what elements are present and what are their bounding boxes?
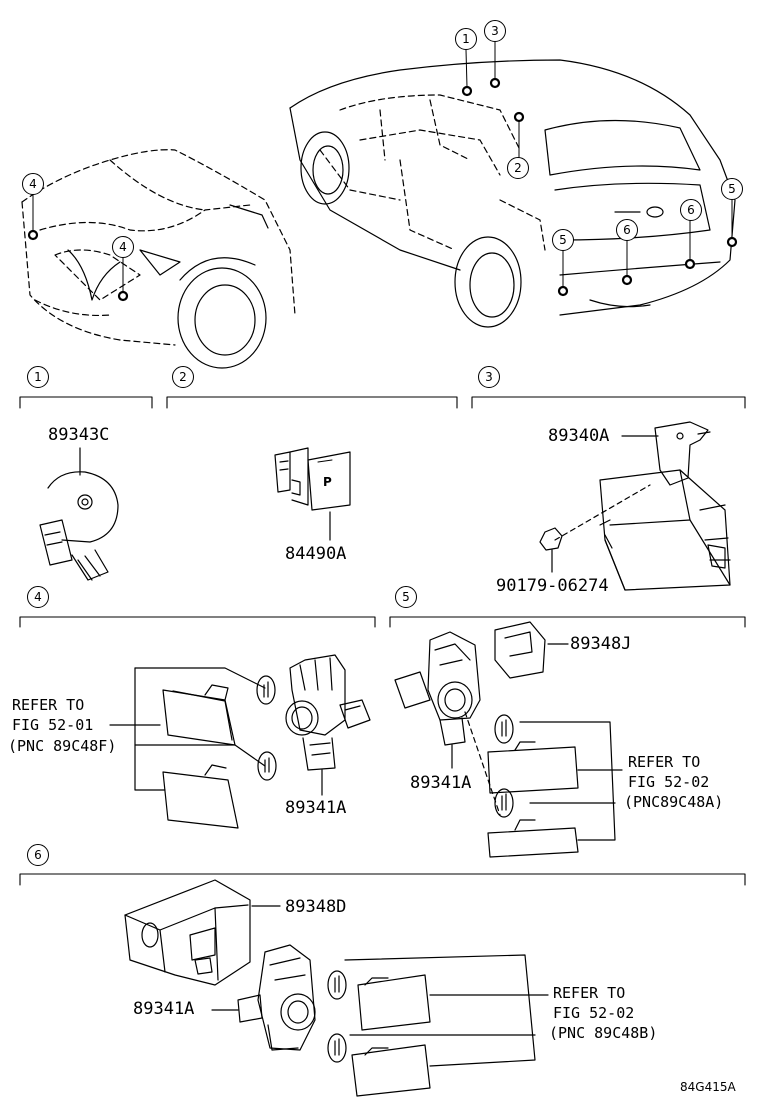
part-89343C-drawing: [39, 447, 119, 581]
callout-3-rear: 3: [484, 20, 506, 42]
part-label-89343C: 89343C: [48, 425, 110, 445]
refer-sec6-line2: FIG 52-02: [553, 1004, 635, 1022]
callout-leaders: [32, 39, 733, 293]
callout-4-front-left: 4: [22, 173, 44, 195]
part-section6-drawing: [124, 879, 549, 1097]
part-label-89348J: 89348J: [570, 634, 632, 654]
part-label-89348D: 89348D: [285, 897, 347, 917]
refer-sec5-line2: FIG 52-02: [628, 773, 710, 791]
part-label-89341A-sec6: 89341A: [133, 999, 195, 1019]
section-6-header: 6: [27, 844, 49, 866]
refer-sec6-line1: REFER TO: [553, 984, 626, 1002]
part-84490A-drawing: [274, 447, 351, 541]
rear-emblem: [614, 206, 664, 218]
sensor-dots: [27, 77, 738, 302]
section-3-header: 3: [478, 366, 500, 388]
front-grille: [67, 204, 269, 301]
section-1-header: 1: [27, 366, 49, 388]
refer-sec5-line1: REFER TO: [628, 753, 701, 771]
part-label-90179-06274: 90179-06274: [496, 576, 609, 596]
part-label-89340A: 89340A: [548, 426, 610, 446]
refer-sec4-line2: FIG 52-01: [12, 716, 94, 734]
refer-sec5-line3: (PNC89C48A): [624, 793, 724, 811]
part-label-84490A: 84490A: [285, 544, 347, 564]
front-car-wheel: [177, 257, 267, 369]
section-brackets: [19, 396, 746, 886]
rear-car-interior: [319, 94, 546, 251]
section-4-header: 4: [27, 586, 49, 608]
part-89340A-drawing: [539, 421, 731, 591]
rear-car-wheels: [300, 131, 522, 328]
refer-sec4-line3: (PNC 89C48F): [8, 737, 117, 755]
refer-sec6-line3: (PNC 89C48B): [549, 1024, 658, 1042]
callout-4-front-right: 4: [112, 236, 134, 258]
part-section4-drawing: [109, 654, 371, 829]
callout-6-rear-right: 6: [680, 199, 702, 221]
switch-symbol: P: [323, 475, 332, 489]
part-section5-drawing: [394, 621, 623, 858]
illustration-code: 84G415A: [680, 1080, 736, 1094]
part-label-89341A-sec5: 89341A: [410, 773, 472, 793]
refer-sec4-line1: REFER TO: [12, 696, 85, 714]
section-2-header: 2: [172, 366, 194, 388]
callout-1-rear: 1: [455, 28, 477, 50]
callout-6-rear-left: 6: [616, 219, 638, 241]
section-5-header: 5: [395, 586, 417, 608]
front-car-illustration: [21, 149, 296, 346]
callout-5-rear-right: 5: [721, 178, 743, 200]
callout-2-rear: 2: [507, 157, 529, 179]
callout-5-rear-left: 5: [552, 229, 574, 251]
part-label-89341A-sec4: 89341A: [285, 798, 347, 818]
rear-car-illustration: [289, 59, 736, 316]
